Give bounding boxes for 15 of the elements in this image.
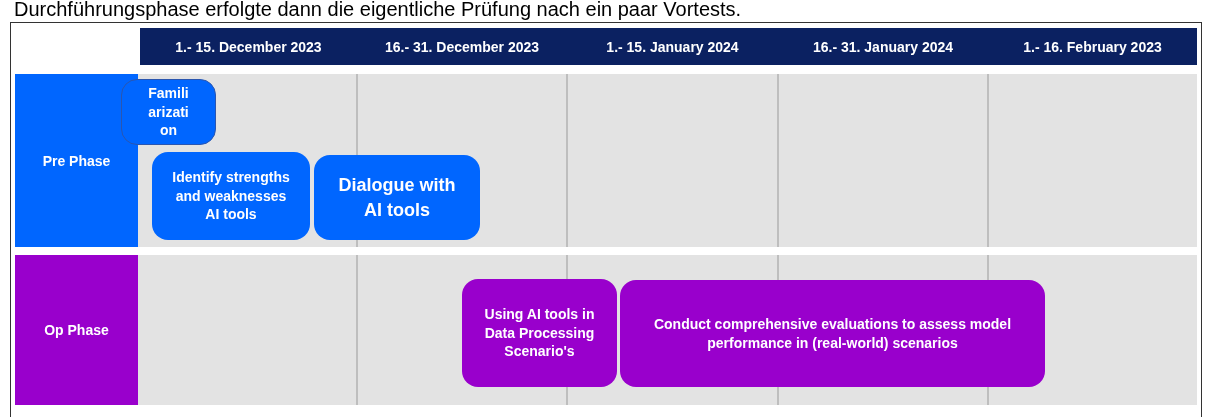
phase-label: Op Phase bbox=[15, 255, 138, 405]
phase-row bbox=[15, 255, 1197, 405]
task-bar: Conduct comprehensive evaluations to assess model performance in (real-world) scenarios bbox=[620, 280, 1045, 387]
task-bar: Using AI tools in Data Processing Scenario's bbox=[462, 279, 617, 387]
column-header: 16.- 31. December 2023 bbox=[383, 37, 541, 57]
heading-text: Durchführungsphase erfolgte dann die eigentliche Prüfung nach ein paar Vortests. bbox=[14, 0, 742, 21]
column-header: 1.- 16. February 2023 bbox=[1022, 37, 1163, 57]
task-bar: Identify strengths and weaknesses AI tools bbox=[152, 152, 310, 240]
column-header: 1.- 15. January 2024 bbox=[605, 37, 740, 57]
column-header: 16.- 31. January 2024 bbox=[811, 37, 955, 57]
task-bar: Dialogue with AI tools bbox=[314, 155, 480, 240]
phase-label: Pre Phase bbox=[15, 74, 138, 247]
column-header: 1.- 15. December 2023 bbox=[174, 37, 323, 57]
phase-row bbox=[15, 74, 1197, 247]
task-bar: Famili arizati on bbox=[121, 79, 216, 145]
